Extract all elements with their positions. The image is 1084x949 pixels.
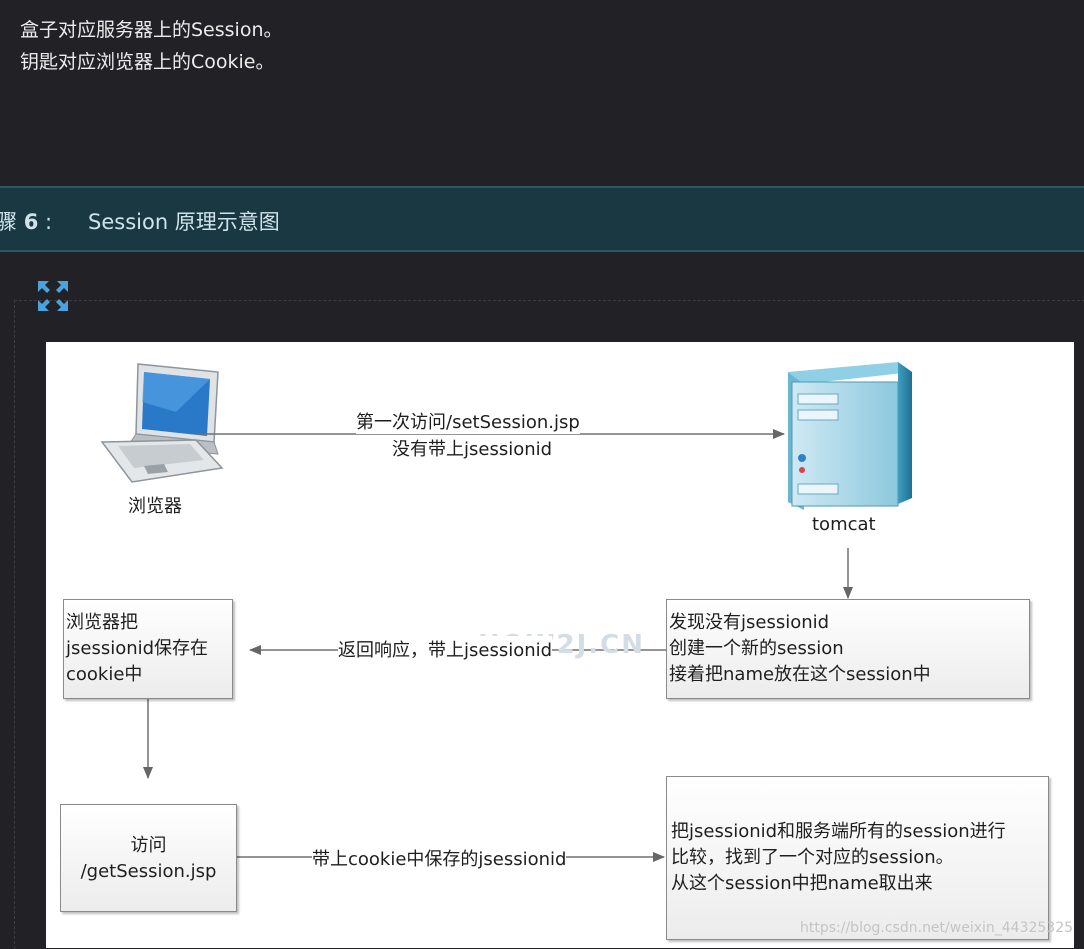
browser-box-line: jsessionid保存在	[66, 638, 209, 659]
compare-box-line: 把jsessionid和服务端所有的session进行	[671, 821, 1006, 842]
browser-box-line: 浏览器把	[66, 612, 138, 633]
request-label-line1: 第一次访问/setSession.jsp	[356, 408, 580, 434]
step-colon: :	[45, 210, 53, 234]
laptop-icon	[100, 363, 224, 483]
intro-line-session: 盒子对应服务器上的Session。	[20, 19, 283, 41]
access-box-line: /getSession.jsp	[80, 861, 217, 882]
response-label: 返回响应，带上jsessionid	[338, 636, 553, 662]
step-title: Session 原理示意图	[88, 210, 280, 234]
server-box-line: 接着把name放在这个session中	[669, 664, 931, 685]
access-box-line: 访问	[130, 835, 167, 856]
tomcat-label: tomcat	[812, 514, 876, 535]
image-panel	[14, 300, 1084, 949]
step-header: 骤 6 : Session 原理示意图	[0, 186, 1084, 252]
expand-icon[interactable]	[36, 279, 70, 313]
compare-box-line: 从这个session中把name取出来	[671, 873, 933, 894]
server-create-session-box: 发现没有jsessionid 创建一个新的session 接着把name放在这个…	[666, 599, 1030, 699]
step-number-value: 6	[23, 210, 39, 234]
compare-box-line: 比较，找到了一个对应的session。	[671, 847, 954, 868]
browser-label: 浏览器	[128, 496, 182, 517]
cookie-label: 带上cookie中保存的jsessionid	[312, 845, 567, 871]
browser-box-line: cookie中	[66, 664, 143, 685]
access-getsession-box: 访问 /getSession.jsp	[60, 804, 237, 912]
browser-save-cookie-box: 浏览器把 jsessionid保存在 cookie中	[63, 599, 233, 699]
step-prefix: 骤	[0, 210, 17, 234]
step-number: 骤 6 :	[0, 206, 52, 236]
server-box-line: 创建一个新的session	[669, 638, 844, 659]
server-icon	[788, 362, 912, 510]
server-box-line: 发现没有jsessionid	[669, 612, 830, 633]
session-diagram: HOW2J.CN 浏览器 tomcat 第一次访问/setSession.jsp…	[46, 342, 1074, 948]
source-credit: https://blog.csdn.net/weixin_44325325	[800, 920, 1074, 936]
request-label-line2: 没有带上jsessionid	[392, 439, 553, 460]
intro-line-cookie: 钥匙对应浏览器上的Cookie。	[20, 51, 275, 73]
intro-text: 盒子对应服务器上的Session。 钥匙对应浏览器上的Cookie。	[20, 14, 283, 78]
compare-session-box: 把jsessionid和服务端所有的session进行 比较，找到了一个对应的s…	[666, 776, 1049, 940]
